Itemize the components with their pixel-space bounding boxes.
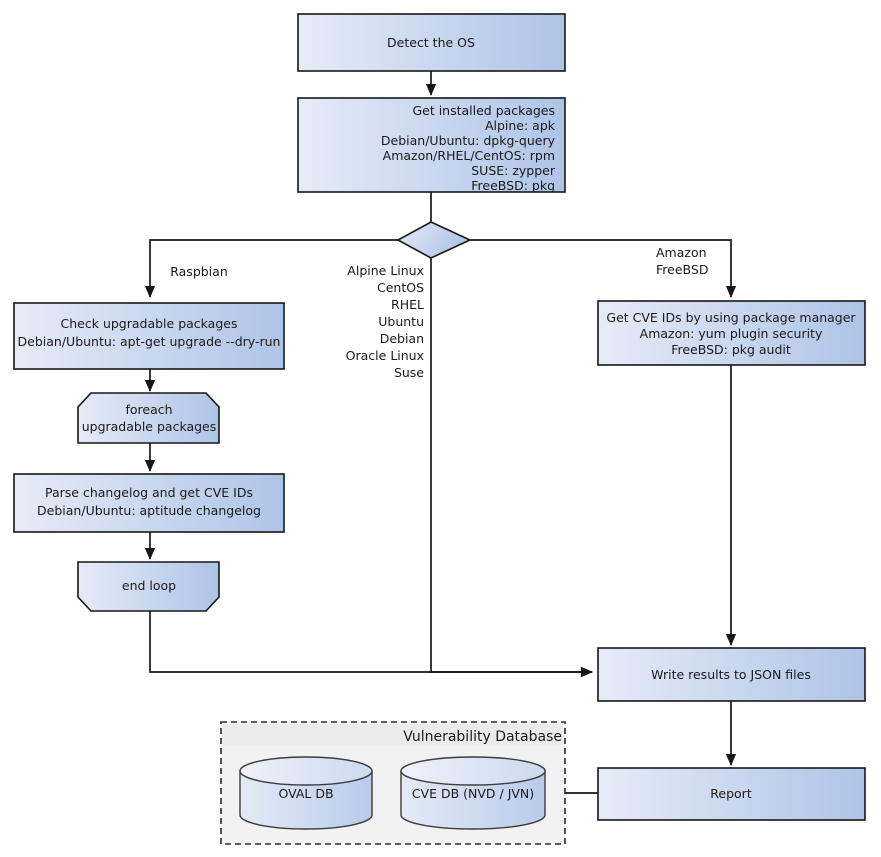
amazon-freebsd-line-0: Amazon: [656, 245, 707, 260]
node-os-decision[interactable]: [396, 221, 472, 259]
node-end-loop-label: end loop: [122, 578, 176, 593]
middle-os-item-3: Ubuntu: [378, 314, 424, 329]
node-write-results-label: Write results to JSON files: [651, 667, 811, 682]
foreach-line-1: upgradable packages: [82, 419, 217, 434]
node-end-loop-shape[interactable]: [77, 561, 220, 612]
middle-os-item-6: Suse: [394, 365, 424, 380]
get-packages-line-4: SUSE: zypper: [471, 163, 556, 178]
node-get-installed-packages-box[interactable]: [297, 97, 566, 193]
parse-changelog-line-1: Debian/Ubuntu: aptitude changelog: [37, 503, 261, 518]
node-get-cve-ids-pkgmgr-box[interactable]: [597, 300, 866, 366]
edge-label-amazon-freebsd: Amazon FreeBSD: [656, 245, 708, 277]
node-oval-db-label: OVAL DB: [278, 786, 333, 801]
node-oval-db[interactable]: OVAL DB: [239, 756, 373, 830]
middle-os-item-0: Alpine Linux: [347, 263, 424, 278]
get-packages-line-1: Alpine: apk: [485, 118, 556, 133]
node-check-upgradable[interactable]: Check upgradable packages Debian/Ubuntu:…: [13, 302, 285, 370]
get-packages-line-5: FreeBSD: pkg: [471, 178, 555, 193]
check-upgradable-line-0: Check upgradable packages: [61, 316, 238, 331]
node-get-cve-ids-pkgmgr[interactable]: Get CVE IDs by using package manager Ama…: [597, 300, 866, 366]
edge-decision-to-check-upgradable: [144, 239, 398, 298]
middle-os-item-4: Debian: [380, 331, 424, 346]
edge-end-loop-to-write-results: [149, 611, 593, 678]
group-vulnerability-database: Vulnerability Database OVAL DB CVE DB (N…: [220, 721, 566, 845]
node-detect-os[interactable]: Detect the OS: [297, 13, 566, 72]
node-cve-db-body[interactable]: [400, 770, 546, 830]
parse-changelog-line-0: Parse changelog and get CVE IDs: [45, 485, 253, 500]
node-detect-os-label: Detect the OS: [387, 35, 475, 50]
amazon-freebsd-line-1: FreeBSD: [656, 262, 708, 277]
node-write-results-box[interactable]: [597, 647, 866, 702]
get-cve-ids-line-1: Amazon: yum plugin security: [640, 326, 823, 341]
node-end-loop[interactable]: end loop: [77, 561, 220, 612]
middle-os-item-2: RHEL: [391, 297, 424, 312]
edge-label-middle-os-list: Alpine Linux CentOS RHEL Ubuntu Debian O…: [346, 263, 425, 380]
node-foreach-loop[interactable]: foreach upgradable packages: [77, 392, 220, 444]
node-oval-db-body[interactable]: [239, 770, 373, 830]
middle-os-item-1: CentOS: [377, 280, 424, 295]
node-check-upgradable-box[interactable]: [13, 302, 285, 370]
node-cve-db-top: [400, 756, 546, 786]
group-vulnerability-database-title: Vulnerability Database: [403, 729, 562, 745]
get-packages-line-2: Debian/Ubuntu: dpkg-query: [381, 133, 556, 148]
get-cve-ids-line-0: Get CVE IDs by using package manager: [606, 310, 856, 325]
node-report[interactable]: Report: [597, 767, 866, 821]
node-foreach-loop-shape[interactable]: [77, 392, 220, 444]
node-detect-os-box[interactable]: [297, 13, 566, 72]
edge-decision-middle-to-write-results: [430, 258, 593, 678]
node-os-decision-diamond[interactable]: [396, 221, 472, 259]
edge-label-raspbian: Raspbian: [170, 264, 228, 279]
get-packages-line-0: Get installed packages: [412, 103, 555, 118]
node-report-box[interactable]: [597, 767, 866, 821]
node-parse-changelog[interactable]: Parse changelog and get CVE IDs Debian/U…: [13, 473, 285, 533]
group-vulnerability-database-header: [223, 724, 563, 746]
node-write-results[interactable]: Write results to JSON files: [597, 647, 866, 702]
node-get-installed-packages[interactable]: Get installed packages Alpine: apk Debia…: [297, 97, 566, 193]
node-report-label: Report: [710, 786, 752, 801]
node-cve-db[interactable]: CVE DB (NVD / JVN): [400, 756, 546, 830]
node-parse-changelog-box[interactable]: [13, 473, 285, 533]
node-cve-db-label: CVE DB (NVD / JVN): [412, 786, 534, 801]
get-packages-line-3: Amazon/RHEL/CentOS: rpm: [383, 148, 555, 163]
edge-label-raspbian-text: Raspbian: [170, 264, 228, 279]
get-cve-ids-line-2: FreeBSD: pkg audit: [671, 342, 791, 357]
check-upgradable-line-1: Debian/Ubuntu: apt-get upgrade --dry-run: [18, 334, 281, 349]
node-oval-db-top: [239, 756, 373, 786]
edge-decision-to-get-cve-ids: [470, 239, 737, 298]
foreach-line-0: foreach: [125, 402, 172, 417]
middle-os-item-5: Oracle Linux: [346, 348, 424, 363]
